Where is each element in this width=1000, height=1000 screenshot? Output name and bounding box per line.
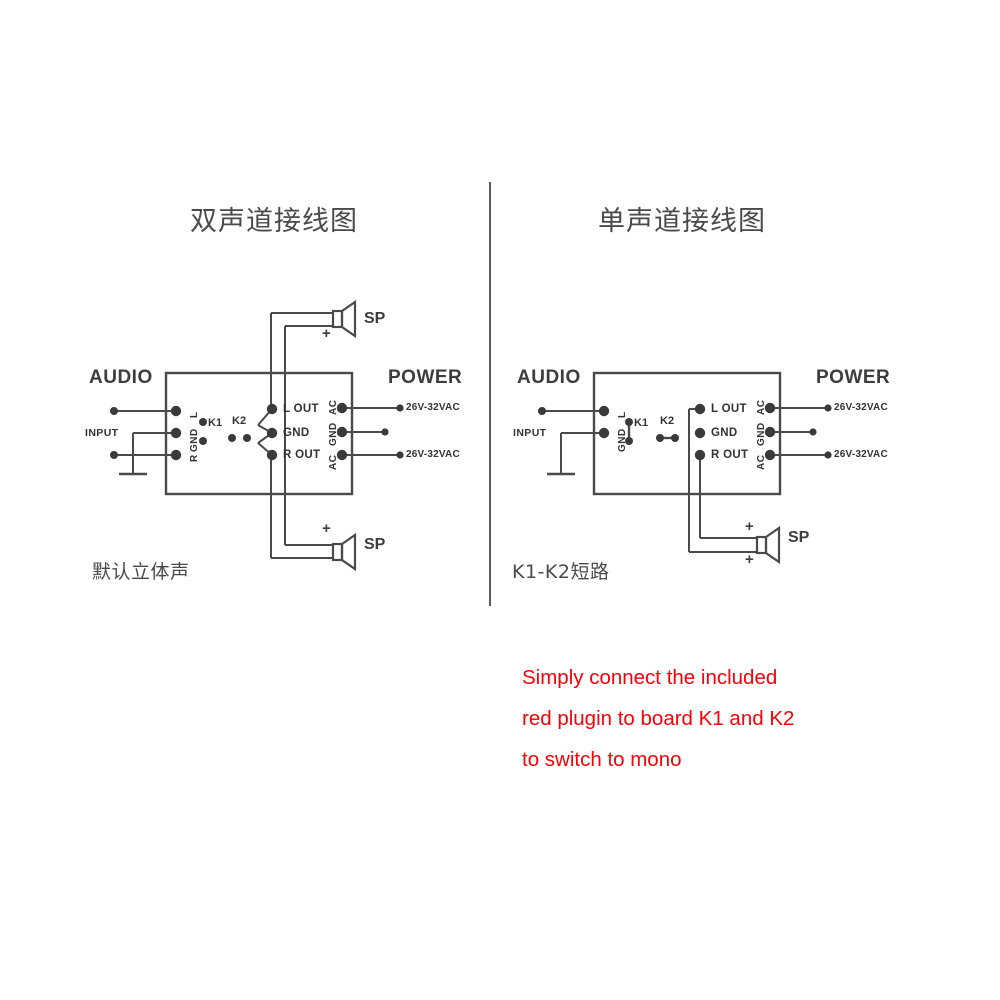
left-k1-pad-top <box>199 418 207 426</box>
right-diagram-title: 单声道接线图 <box>598 206 766 237</box>
right-pin-label-gndout: GND <box>711 427 738 439</box>
left-pad-gndout <box>266 427 278 439</box>
right-k2-pad-right <box>671 434 679 442</box>
left-pin-label-r: R <box>189 454 200 462</box>
left-pad-lout <box>266 403 278 415</box>
left-speaker-bottom-icon <box>331 533 357 571</box>
right-pin-dots <box>538 402 832 461</box>
left-jumper-label-k1: K1 <box>208 417 223 429</box>
left-pin-label-ac2: AC <box>328 454 339 470</box>
left-k1-pad-bottom <box>199 437 207 445</box>
left-term-ac2 <box>396 451 404 459</box>
right-power-value-ac1: 26V-32VAC <box>834 402 888 413</box>
right-speaker-polarity-bottom: + <box>745 551 754 568</box>
left-pin-label-pgnd: GND <box>328 422 339 446</box>
left-speaker-top-icon <box>331 300 357 338</box>
right-pad-l <box>598 405 610 417</box>
left-speaker-top-label: SP <box>364 310 386 327</box>
left-input-label: INPUT <box>85 427 119 439</box>
right-pin-label-l: L <box>617 411 628 418</box>
left-pin-label-ac1: AC <box>328 399 339 415</box>
right-term-ac1 <box>824 404 832 412</box>
right-speaker-icon <box>755 526 781 564</box>
left-diagram-caption: 默认立体声 <box>92 561 190 583</box>
right-power-value-ac2: 26V-32VAC <box>834 449 888 460</box>
right-input-label: INPUT <box>513 427 547 439</box>
right-jumper-label-k2: K2 <box>660 415 675 427</box>
left-term-l <box>110 407 118 415</box>
left-pin-label-lout: L OUT <box>283 403 319 415</box>
left-audio-header: AUDIO <box>89 367 153 388</box>
right-pad-rout <box>694 449 706 461</box>
right-pad-ac1 <box>764 402 776 414</box>
left-pad-r <box>170 449 182 461</box>
right-k1-pad-top <box>625 418 633 426</box>
right-pad-pgnd <box>764 426 776 438</box>
right-pin-label-lout: L OUT <box>711 403 747 415</box>
right-k1-pad-bottom <box>625 437 633 445</box>
left-pin-label-rout: R OUT <box>283 449 321 461</box>
right-pin-label-rout: R OUT <box>711 449 749 461</box>
right-term-pgnd <box>809 428 817 436</box>
left-pad-l <box>170 405 182 417</box>
left-k2-pad-right <box>243 434 251 442</box>
left-pin-label-gndout: GND <box>283 427 310 439</box>
right-jumper-label-k1: K1 <box>634 417 649 429</box>
left-power-value-ac1: 26V-32VAC <box>406 402 460 413</box>
right-k2-pad-left <box>656 434 664 442</box>
left-term-pgnd <box>381 428 389 436</box>
right-audio-header: AUDIO <box>517 367 581 388</box>
left-speaker-top-polarity: + <box>322 325 331 342</box>
red-note-line-1: Simply connect the included <box>522 666 778 689</box>
right-pin-label-ac2: AC <box>756 454 767 470</box>
right-pin-label-ac1: AC <box>756 399 767 415</box>
right-pad-ac2 <box>764 449 776 461</box>
right-term-ac2 <box>824 451 832 459</box>
left-pad-ac1 <box>336 402 348 414</box>
left-pin-dots <box>110 402 404 461</box>
right-speaker-polarity-top: + <box>745 518 754 535</box>
left-k2-pad-left <box>228 434 236 442</box>
right-diagram-caption: K1-K2短路 <box>512 561 610 583</box>
left-pin-label-gnd: GND <box>189 428 200 452</box>
right-pad-lout <box>694 403 706 415</box>
left-speaker-bottom-polarity: + <box>322 520 331 537</box>
left-pad-ac2 <box>336 449 348 461</box>
left-speaker-bottom-label: SP <box>364 536 386 553</box>
left-term-r <box>110 451 118 459</box>
left-pad-pgnd <box>336 426 348 438</box>
right-pad-gndout <box>694 427 706 439</box>
right-pin-label-pgnd: GND <box>756 422 767 446</box>
left-pad-rout <box>266 449 278 461</box>
right-speaker-label: SP <box>788 529 810 546</box>
left-pin-label-l: L <box>189 411 200 418</box>
left-power-value-ac2: 26V-32VAC <box>406 449 460 460</box>
red-note-line-3: to switch to mono <box>522 748 682 771</box>
left-pad-gnd <box>170 427 182 439</box>
left-jumper-label-k2: K2 <box>232 415 247 427</box>
right-term-l <box>538 407 546 415</box>
right-pin-label-gnd: GND <box>617 428 628 452</box>
left-term-ac1 <box>396 404 404 412</box>
red-note-line-2: red plugin to board K1 and K2 <box>522 707 795 730</box>
left-power-header: POWER <box>388 367 463 388</box>
left-diagram-title: 双声道接线图 <box>190 206 358 237</box>
right-power-header: POWER <box>816 367 891 388</box>
right-pad-gnd <box>598 427 610 439</box>
